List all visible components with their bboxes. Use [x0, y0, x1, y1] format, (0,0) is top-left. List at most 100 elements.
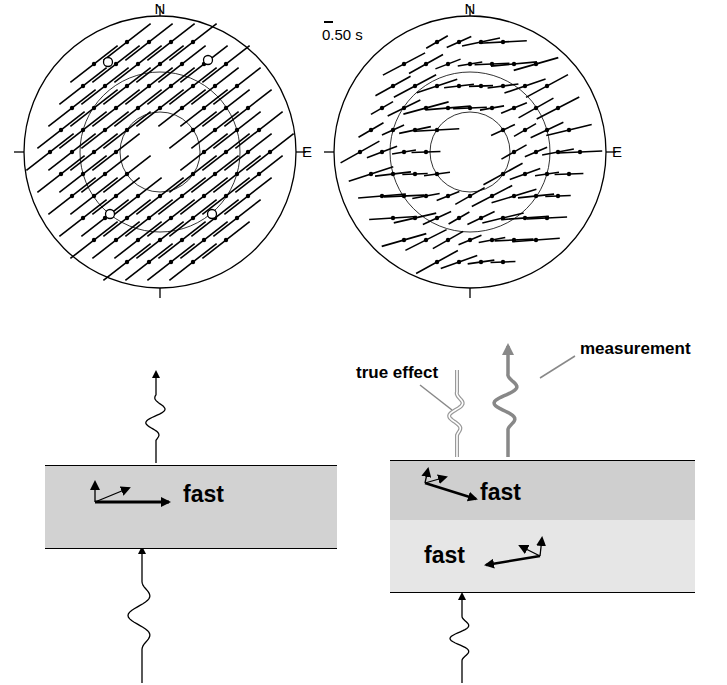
station-dot	[191, 128, 195, 132]
station-dot	[424, 150, 428, 154]
station-dot	[114, 194, 118, 198]
anisotropic-layer: fast	[390, 520, 695, 593]
splitting-bar	[26, 134, 73, 171]
station-dot	[402, 62, 406, 66]
station-dot	[81, 216, 85, 220]
splitting-bar	[417, 79, 457, 92]
splitting-bar	[402, 173, 427, 175]
station-dot	[81, 128, 85, 132]
splitting-bar	[48, 178, 95, 215]
station-dot	[136, 238, 140, 242]
station-dot	[490, 106, 494, 110]
station-dot	[147, 260, 151, 264]
station-dot	[125, 128, 129, 132]
station-dot	[556, 194, 560, 198]
station-dot	[402, 194, 406, 198]
station-dot	[402, 238, 406, 242]
station-dot	[479, 84, 483, 88]
splitting-bar	[447, 37, 472, 48]
splitting-bar	[382, 234, 427, 247]
splitting-bar	[383, 53, 425, 75]
splitting-bar	[437, 191, 460, 200]
splitting-bar	[371, 102, 393, 115]
splitting-bar	[359, 123, 384, 137]
station-dot	[457, 260, 461, 264]
station-dot	[468, 106, 472, 110]
polarization-arrow	[540, 538, 542, 556]
station-dot	[81, 84, 85, 88]
station-dot	[380, 194, 384, 198]
station-dot	[103, 172, 107, 176]
station-dot	[391, 84, 395, 88]
station-dot	[534, 238, 538, 242]
splitting-bar	[92, 222, 139, 259]
station-dot	[235, 216, 239, 220]
incidence-circle	[80, 72, 240, 232]
station-dot	[457, 216, 461, 220]
splitting-bar	[545, 195, 570, 198]
splitting-bar	[341, 141, 380, 163]
station-dot	[191, 40, 195, 44]
splitting-bar	[423, 212, 451, 225]
station-dot	[92, 150, 96, 154]
station-dot	[468, 238, 472, 242]
station-dot	[81, 172, 85, 176]
station-dot	[213, 128, 217, 132]
station-dot	[435, 172, 439, 176]
polarization-arrows	[45, 466, 337, 548]
anisotropic-layer: fast	[390, 460, 695, 521]
station-dot	[158, 106, 162, 110]
station-dot	[114, 238, 118, 242]
station-dot	[169, 84, 173, 88]
splitting-bar	[424, 172, 450, 175]
station-dot	[136, 106, 140, 110]
station-dot	[169, 260, 173, 264]
splitting-bar	[147, 244, 194, 281]
station-dot	[191, 260, 195, 264]
station-dot	[202, 194, 206, 198]
wave-ray	[449, 370, 462, 457]
station-dot	[567, 128, 571, 132]
station-dot	[413, 216, 417, 220]
polarization-arrow	[425, 483, 476, 499]
station-dot	[534, 106, 538, 110]
station-dot	[501, 40, 505, 44]
splitting-bar	[467, 212, 494, 225]
splitting-bar	[59, 200, 106, 237]
station-dot	[59, 172, 63, 176]
direction-label: E	[612, 144, 622, 159]
station-dot	[158, 194, 162, 198]
station-dot	[435, 260, 439, 264]
station-dot	[501, 128, 505, 132]
station-dot	[257, 128, 261, 132]
splitting-bar	[416, 251, 458, 274]
splitting-bar	[412, 194, 439, 199]
splitting-bar	[415, 129, 460, 131]
station-dot	[224, 106, 228, 110]
station-dot	[512, 194, 516, 198]
anisotropic-layer: fast	[45, 465, 337, 549]
splitting-bar	[491, 125, 515, 136]
station-dot	[169, 40, 173, 44]
polarization-arrow	[425, 469, 428, 483]
station-dot	[125, 216, 129, 220]
splitting-bar	[479, 41, 527, 44]
tick	[324, 151, 334, 152]
station-dot	[202, 150, 206, 154]
station-dot	[180, 194, 184, 198]
station-dot	[380, 106, 384, 110]
station-dot	[59, 128, 63, 132]
fast-axis-label: fast	[183, 483, 224, 506]
station-dot	[501, 172, 505, 176]
polarization-arrow	[520, 546, 540, 556]
station-dot	[136, 62, 140, 66]
station-dot	[501, 260, 505, 264]
station-dot	[136, 194, 140, 198]
station-dot	[268, 150, 272, 154]
station-dot	[534, 62, 538, 66]
leader-line	[540, 356, 575, 378]
station-dot	[435, 216, 439, 220]
station-dot	[202, 238, 206, 242]
splitting-bar	[468, 260, 495, 264]
incidence-circle	[120, 112, 200, 192]
